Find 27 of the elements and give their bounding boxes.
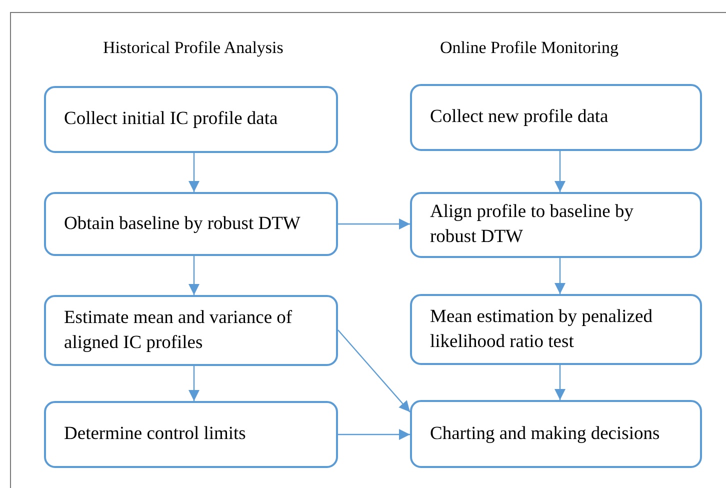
column-heading: Historical Profile Analysis bbox=[103, 38, 284, 58]
process-box bbox=[44, 401, 338, 468]
box-text: Obtain baseline by robust DTW bbox=[64, 212, 300, 236]
arrow bbox=[188, 153, 200, 192]
arrow bbox=[188, 256, 200, 295]
process-box bbox=[410, 192, 702, 258]
arrow bbox=[554, 258, 566, 294]
arrow bbox=[188, 366, 200, 401]
process-box bbox=[410, 84, 702, 151]
box-text: Collect new profile data bbox=[430, 106, 608, 130]
box-text: Estimate mean and variance of aligned IC profiles bbox=[64, 306, 294, 354]
arrow bbox=[554, 365, 566, 400]
box-text: Determine control limits bbox=[64, 423, 246, 446]
arrow bbox=[338, 330, 410, 412]
column-heading: Online Profile Monitoring bbox=[440, 38, 618, 58]
box-text: Collect initial IC profile data bbox=[64, 108, 278, 132]
box-text: Mean estimation by penalized likelihood ratio test bbox=[430, 306, 654, 354]
process-box bbox=[44, 86, 338, 153]
process-box bbox=[44, 295, 338, 366]
process-box bbox=[410, 294, 702, 365]
box-text: Charting and making decisions bbox=[430, 422, 660, 446]
arrow bbox=[554, 151, 566, 192]
arrow bbox=[338, 218, 410, 230]
arrow bbox=[338, 429, 410, 440]
process-box bbox=[44, 192, 338, 256]
box-text: Align profile to baseline by robust DTW bbox=[430, 201, 634, 249]
process-box bbox=[410, 400, 702, 468]
